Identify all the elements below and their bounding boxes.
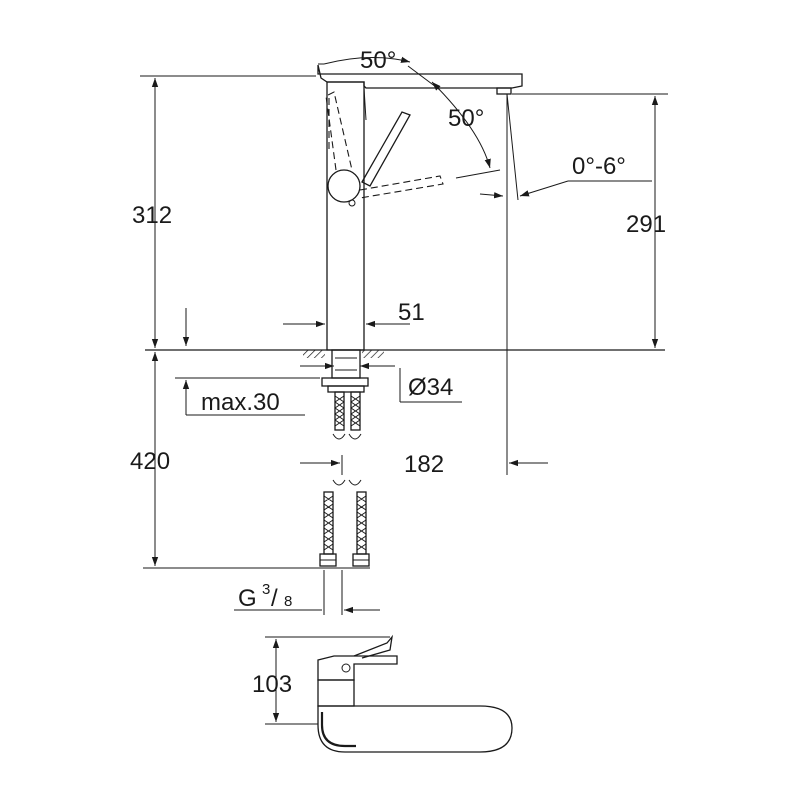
dim-lever-angle-top: 50° (360, 47, 396, 74)
top-view-lever (317, 655, 398, 681)
dim-spout-angle: 0°-6° (572, 153, 626, 180)
dim-291: 291 (626, 211, 666, 238)
dim-connection-numerator: 3 (262, 581, 270, 598)
lever-position-front (359, 175, 444, 199)
top-view-body (317, 679, 355, 707)
dim-connection-denominator: 8 (284, 593, 292, 610)
dim-420: 420 (130, 448, 170, 475)
dim-312: 312 (132, 202, 172, 229)
faucet-top-view (265, 634, 513, 753)
faucet-body (326, 81, 365, 351)
aerator (496, 87, 512, 95)
dim-lever-angle-side: 50° (448, 105, 484, 132)
dimension-lines (140, 56, 668, 615)
deck-hatch-right (362, 350, 384, 358)
faucet-spout (317, 64, 523, 89)
dim-connection-prefix: G (238, 585, 257, 612)
lever-hub (327, 169, 361, 203)
deck-hatch-left (303, 350, 325, 358)
dim-connection-slash: / (271, 585, 278, 612)
fixing-shank (331, 349, 361, 379)
dim-max-thickness: max.30 (201, 389, 280, 416)
dim-103: 103 (252, 671, 292, 698)
mounting-nut (321, 377, 369, 387)
faucet-side-view (145, 64, 665, 567)
lever-position-back (325, 91, 353, 171)
dim-hole-diameter: Ø34 (408, 374, 453, 401)
top-view-spout (317, 705, 513, 753)
dim-182: 182 (404, 451, 444, 478)
lever-handle (361, 111, 411, 187)
dim-51: 51 (398, 299, 425, 326)
supply-hoses (319, 391, 370, 567)
